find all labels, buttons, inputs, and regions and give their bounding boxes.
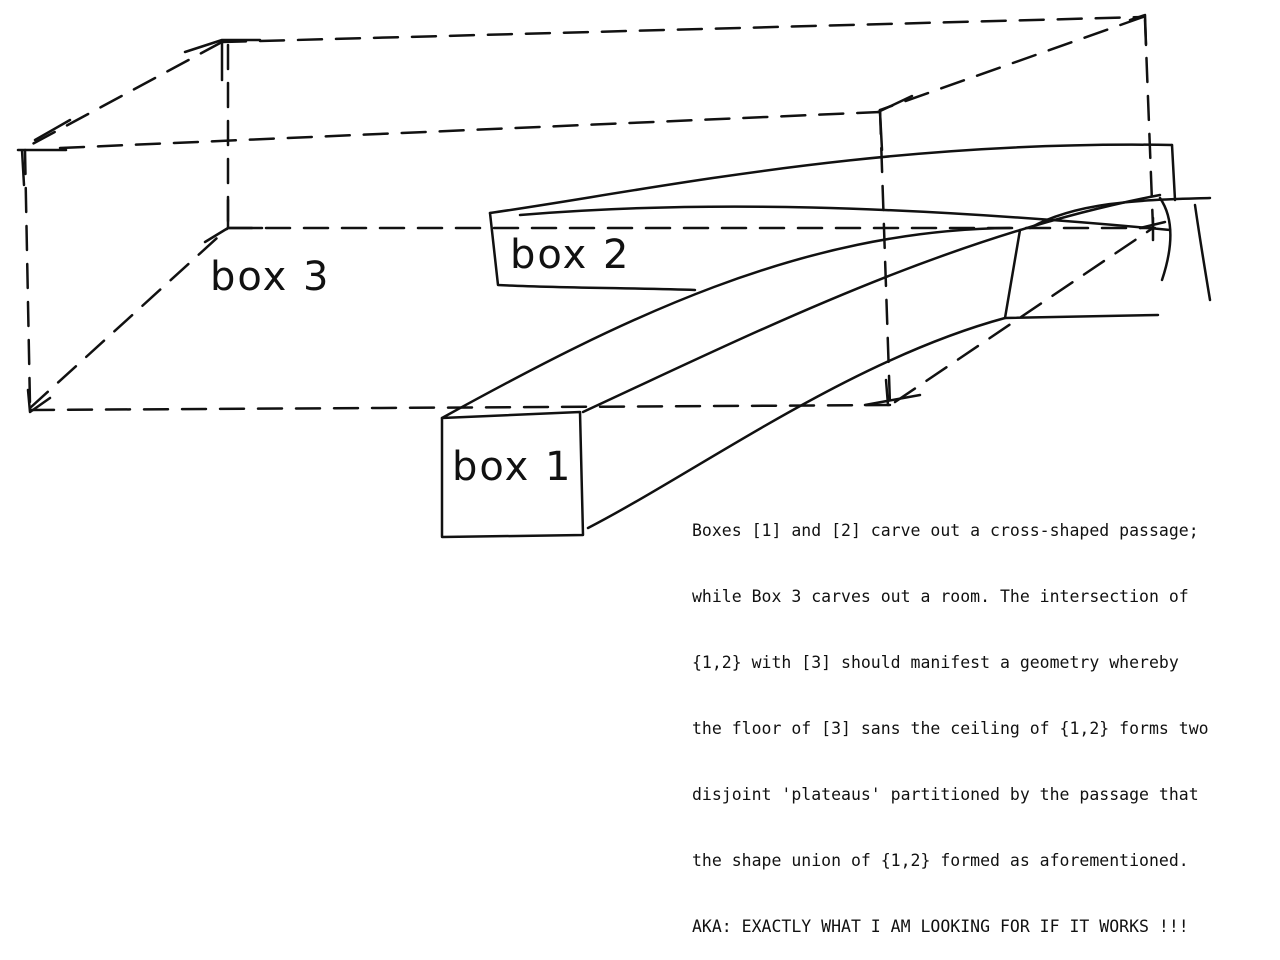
explanation-note: Boxes [1] and [2] carve out a cross-shap… xyxy=(692,476,1277,960)
box-3-outline xyxy=(16,13,1167,414)
sketch-diagram: box 3 box 2 box 1 xyxy=(16,13,1212,539)
note-line: the floor of [3] sans the ceiling of {1,… xyxy=(692,719,1209,738)
note-line: {1,2} with [3] should manifest a geometr… xyxy=(692,653,1179,672)
note-line: AKA: EXACTLY WHAT I AM LOOKING FOR IF IT… xyxy=(692,917,1189,936)
note-line: disjoint 'plateaus' partitioned by the p… xyxy=(692,785,1199,804)
note-line: the shape union of {1,2} formed as afore… xyxy=(692,851,1189,870)
box-1-label: box 1 xyxy=(452,444,572,490)
note-line: while Box 3 carves out a room. The inter… xyxy=(692,587,1189,606)
box-1-outline xyxy=(440,193,1172,539)
note-line: Boxes [1] and [2] carve out a cross-shap… xyxy=(692,521,1199,540)
box-3-label: box 3 xyxy=(210,254,330,300)
box-2-label: box 2 xyxy=(510,232,630,278)
box-2-outline xyxy=(488,143,1212,320)
